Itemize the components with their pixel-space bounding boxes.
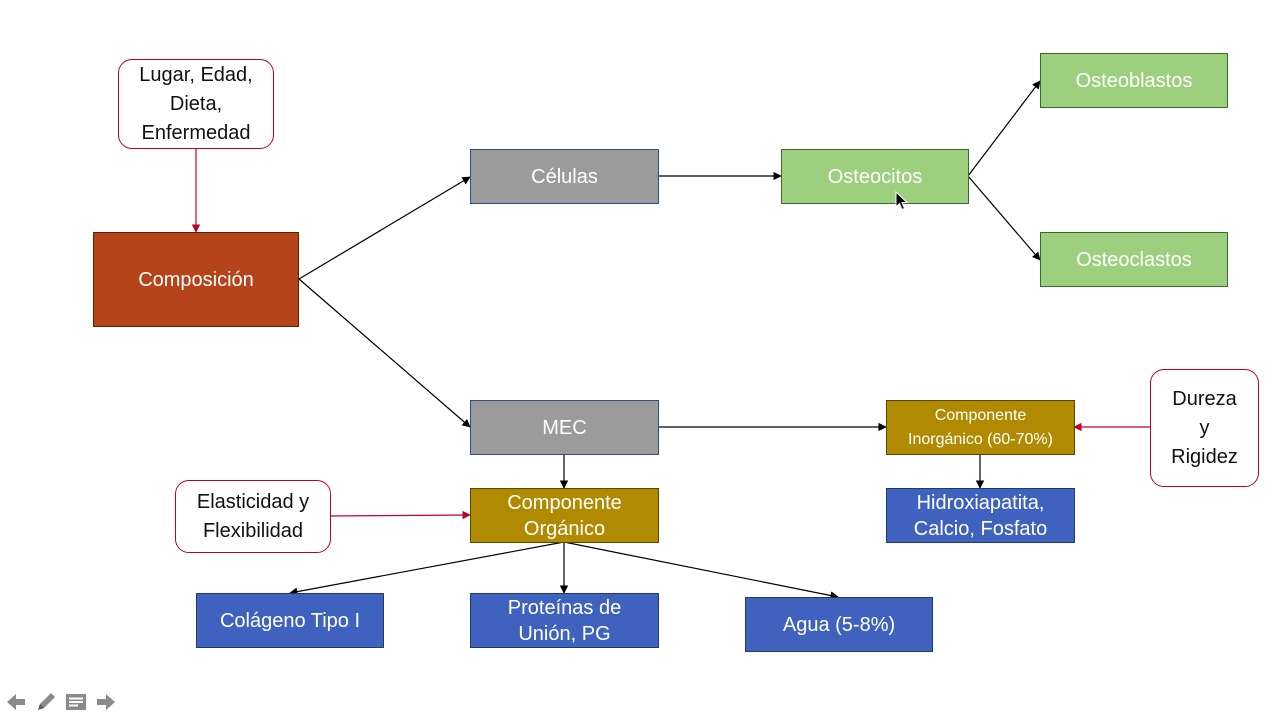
pen-icon[interactable] — [34, 690, 58, 714]
node-osteoclastos: Osteoclastos — [1040, 232, 1228, 287]
node-colageno: Colágeno Tipo I — [196, 593, 384, 648]
note-dureza-text: Dureza y Rigidez — [1171, 387, 1238, 468]
arrow-composicion-mec — [298, 278, 471, 428]
node-osteoblastos-label: Osteoblastos — [1075, 69, 1193, 92]
arrow-right-icon[interactable] — [94, 690, 118, 714]
node-osteoclastos-label: Osteoclastos — [1076, 248, 1192, 271]
node-agua: Agua (5-8%) — [745, 597, 933, 652]
notes-icon[interactable] — [64, 690, 88, 714]
arrow-organico-colageno — [289, 541, 565, 596]
note-elasticidad: Elasticidad y Flexibilidad — [175, 480, 331, 553]
node-osteoblastos: Osteoblastos — [1040, 53, 1228, 108]
node-osteocitos: Osteocitos — [781, 149, 969, 204]
node-componente-organico: Componente Orgánico — [470, 488, 659, 543]
node-colageno-label: Colágeno Tipo I — [219, 609, 361, 632]
arrow-organico-agua — [563, 541, 839, 600]
node-proteinas-label: Proteínas de Unión, PG — [507, 596, 622, 645]
node-componente-inorganico-label: Componente Inorgánico (60-70%) — [908, 407, 1053, 448]
note-factores: Lugar, Edad, Dieta, Enfermedad — [118, 59, 274, 149]
node-hidroxiapatita: Hidroxiapatita, Calcio, Fosfato — [886, 488, 1075, 543]
note-elasticidad-text: Elasticidad y Flexibilidad — [196, 490, 310, 542]
node-composicion-label: Composición — [138, 268, 254, 291]
slideshow-nav — [4, 690, 118, 714]
mouse-cursor-icon — [895, 191, 909, 211]
node-agua-label: Agua (5-8%) — [782, 613, 896, 636]
node-mec-label: MEC — [542, 416, 587, 439]
arrow-left-icon[interactable] — [4, 690, 28, 714]
node-celulas: Células — [470, 149, 659, 204]
node-mec: MEC — [470, 400, 659, 455]
arrow-osteocitos-osteoblastos — [967, 80, 1041, 177]
arrow-composicion-celulas — [298, 176, 471, 280]
node-hidroxiapatita-label: Hidroxiapatita, Calcio, Fosfato — [913, 491, 1048, 540]
arrow-elasticidad-organico — [329, 510, 471, 520]
note-factores-text: Lugar, Edad, Dieta, Enfermedad — [139, 63, 253, 144]
note-dureza: Dureza y Rigidez — [1150, 369, 1259, 487]
node-proteinas: Proteínas de Unión, PG — [470, 593, 659, 648]
node-celulas-label: Células — [531, 165, 598, 188]
node-componente-organico-label: Componente Orgánico — [507, 491, 622, 540]
node-composicion: Composición — [93, 232, 299, 327]
node-componente-inorganico: Componente Inorgánico (60-70%) — [886, 400, 1075, 455]
arrow-osteocitos-osteoclastos — [967, 175, 1041, 261]
node-osteocitos-label: Osteocitos — [827, 165, 923, 188]
